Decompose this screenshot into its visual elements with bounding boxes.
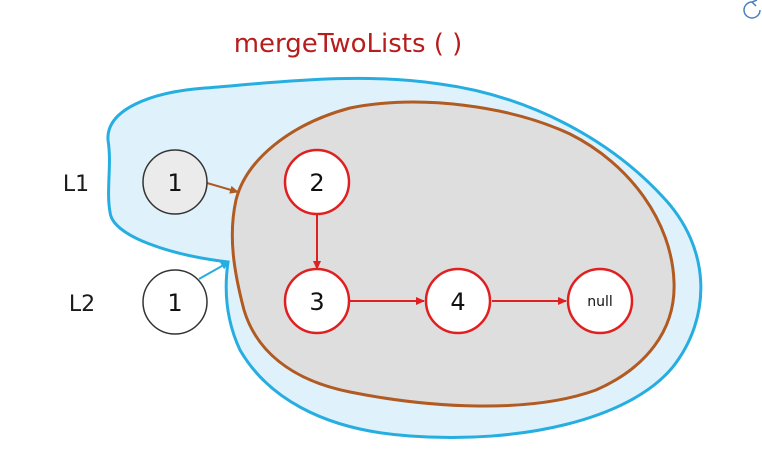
list-node-null: null xyxy=(566,267,634,335)
node-value: 3 xyxy=(309,288,324,316)
node-value: null xyxy=(587,294,613,310)
list-node-l1-head: 1 xyxy=(142,149,208,215)
list-node-l2-head: 1 xyxy=(142,269,208,335)
node-value: 1 xyxy=(167,169,182,197)
node-value: 1 xyxy=(167,289,182,317)
node-value: 4 xyxy=(450,288,465,316)
l2-head-arrow xyxy=(198,261,230,280)
l1-head-arrow xyxy=(206,182,239,194)
diagram-title: mergeTwoLists ( ) xyxy=(234,29,463,59)
list-label-l1: L1 xyxy=(63,172,89,197)
list-node-4: 4 xyxy=(424,267,492,335)
list-node-3: 3 xyxy=(283,267,351,335)
list-label-l2: L2 xyxy=(69,292,95,317)
refresh-icon[interactable] xyxy=(743,0,761,19)
node-value: 2 xyxy=(309,169,324,197)
list-node-2: 2 xyxy=(283,148,351,216)
